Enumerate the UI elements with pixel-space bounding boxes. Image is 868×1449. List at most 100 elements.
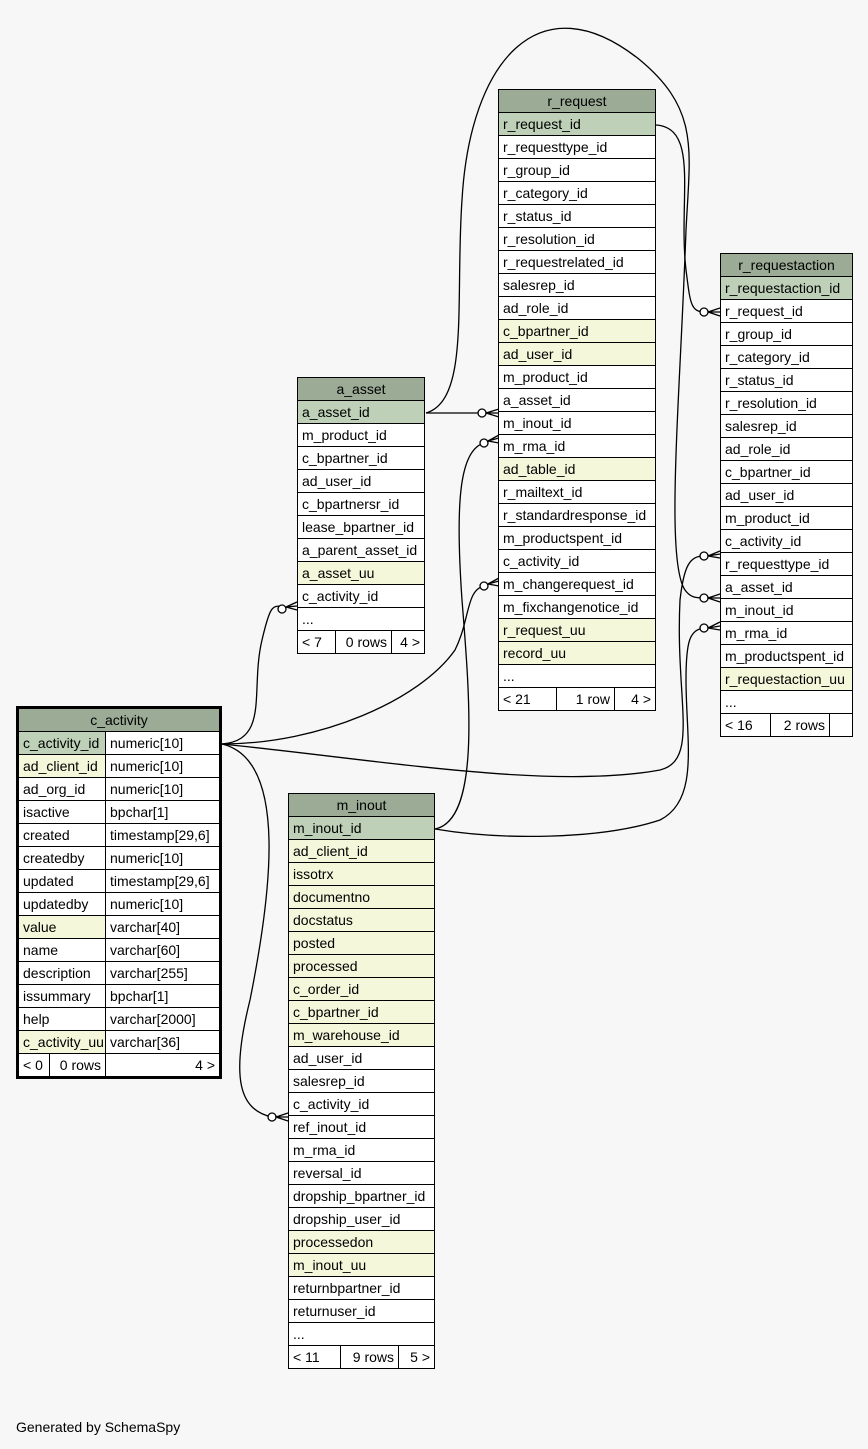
column-row[interactable]: r_requestrelated_id — [498, 250, 656, 274]
column-name[interactable]: m_rma_id — [288, 1138, 435, 1162]
parents-count[interactable]: < 7 — [297, 630, 336, 654]
column-name[interactable]: record_uu — [498, 641, 656, 665]
column-row[interactable]: c_activity_id — [720, 529, 853, 553]
column-row[interactable]: a_asset_uu — [297, 561, 425, 585]
column-name[interactable]: ad_role_id — [720, 437, 853, 461]
column-name[interactable]: c_activity_uu — [17, 1030, 106, 1054]
column-row[interactable]: r_requestaction_uu — [720, 667, 853, 691]
column-row[interactable]: r_status_id — [498, 204, 656, 228]
column-name[interactable]: r_request_uu — [498, 618, 656, 642]
column-name[interactable]: c_bpartner_id — [498, 319, 656, 343]
column-name[interactable]: r_requesttype_id — [720, 552, 853, 576]
column-name[interactable]: m_productspent_id — [498, 526, 656, 550]
column-name[interactable]: c_activity_id — [297, 584, 425, 608]
column-name[interactable]: help — [17, 1007, 106, 1031]
column-row[interactable]: ad_user_id — [498, 342, 656, 366]
column-name[interactable]: ad_org_id — [17, 777, 106, 801]
column-row[interactable]: c_bpartnersr_id — [297, 492, 425, 516]
column-row[interactable]: r_category_id — [720, 345, 853, 369]
column-row[interactable]: r_requestaction_id — [720, 276, 853, 300]
column-name[interactable]: r_group_id — [720, 322, 853, 346]
column-row[interactable]: salesrep_id — [498, 273, 656, 297]
column-name[interactable]: ad_user_id — [297, 469, 425, 493]
column-name[interactable]: m_inout_uu — [288, 1253, 435, 1277]
column-name[interactable]: m_warehouse_id — [288, 1023, 435, 1047]
column-row[interactable]: posted — [288, 931, 435, 955]
column-row[interactable]: r_category_id — [498, 181, 656, 205]
column-row[interactable]: ad_role_id — [720, 437, 853, 461]
column-name[interactable]: c_bpartner_id — [720, 460, 853, 484]
column-row[interactable]: m_productspent_id — [720, 644, 853, 668]
column-row[interactable]: ad_user_id — [288, 1046, 435, 1070]
column-name[interactable]: m_changerequest_id — [498, 572, 656, 596]
table-title[interactable]: a_asset — [297, 377, 425, 401]
column-row[interactable]: issotrx — [288, 862, 435, 886]
column-row[interactable]: r_resolution_id — [720, 391, 853, 415]
column-name[interactable]: a_asset_id — [297, 400, 425, 424]
column-row[interactable]: m_changerequest_id — [498, 572, 656, 596]
column-row[interactable]: r_request_uu — [498, 618, 656, 642]
column-row[interactable]: returnbpartner_id — [288, 1276, 435, 1300]
column-name[interactable]: description — [17, 961, 106, 985]
column-name[interactable]: a_parent_asset_id — [297, 538, 425, 562]
parents-count[interactable]: < 0 — [17, 1053, 50, 1078]
column-name[interactable]: m_inout_id — [720, 598, 853, 622]
children-count[interactable]: 4 > — [105, 1053, 221, 1078]
column-name[interactable]: m_fixchangenotice_id — [498, 595, 656, 619]
column-row[interactable]: r_status_id — [720, 368, 853, 392]
column-row[interactable]: docstatus — [288, 908, 435, 932]
column-name[interactable]: c_activity_id — [17, 731, 106, 755]
column-name[interactable]: r_status_id — [720, 368, 853, 392]
table-title[interactable]: r_request — [498, 89, 656, 113]
table-title[interactable]: c_activity — [17, 707, 221, 732]
column-name[interactable]: c_bpartnersr_id — [297, 492, 425, 516]
column-row[interactable]: m_inout_id — [720, 598, 853, 622]
column-name[interactable]: r_category_id — [720, 345, 853, 369]
column-row[interactable]: ad_table_id — [498, 457, 656, 481]
column-name[interactable]: ad_table_id — [498, 457, 656, 481]
column-row[interactable]: dropship_bpartner_id — [288, 1184, 435, 1208]
children-count[interactable]: 4 > — [614, 687, 656, 711]
column-name[interactable]: issotrx — [288, 862, 435, 886]
column-row[interactable]: c_bpartner_id — [297, 446, 425, 470]
column-name[interactable]: dropship_bpartner_id — [288, 1184, 435, 1208]
column-name[interactable]: r_resolution_id — [720, 391, 853, 415]
column-name[interactable]: a_asset_id — [498, 388, 656, 412]
column-name[interactable]: c_activity_id — [498, 549, 656, 573]
column-name[interactable]: ad_user_id — [720, 483, 853, 507]
column-row[interactable]: salesrep_id — [720, 414, 853, 438]
column-row[interactable]: salesrep_id — [288, 1069, 435, 1093]
column-name[interactable]: c_bpartner_id — [288, 1000, 435, 1024]
column-name[interactable]: updatedby — [17, 892, 106, 916]
column-name[interactable]: createdby — [17, 846, 106, 870]
column-name[interactable]: m_product_id — [297, 423, 425, 447]
column-name[interactable]: c_bpartner_id — [297, 446, 425, 470]
column-row[interactable]: record_uu — [498, 641, 656, 665]
column-name[interactable]: r_standardresponse_id — [498, 503, 656, 527]
column-name[interactable]: m_inout_id — [288, 816, 435, 840]
column-name[interactable]: r_request_id — [720, 299, 853, 323]
column-name[interactable]: r_requestrelated_id — [498, 250, 656, 274]
column-row[interactable]: c_activity_id — [288, 1092, 435, 1116]
column-name[interactable]: m_product_id — [498, 365, 656, 389]
column-row[interactable]: m_rma_id — [498, 434, 656, 458]
column-row[interactable]: r_request_id — [720, 299, 853, 323]
column-row[interactable]: a_asset_id — [498, 388, 656, 412]
column-row[interactable]: m_product_id — [297, 423, 425, 447]
column-name[interactable]: r_category_id — [498, 181, 656, 205]
